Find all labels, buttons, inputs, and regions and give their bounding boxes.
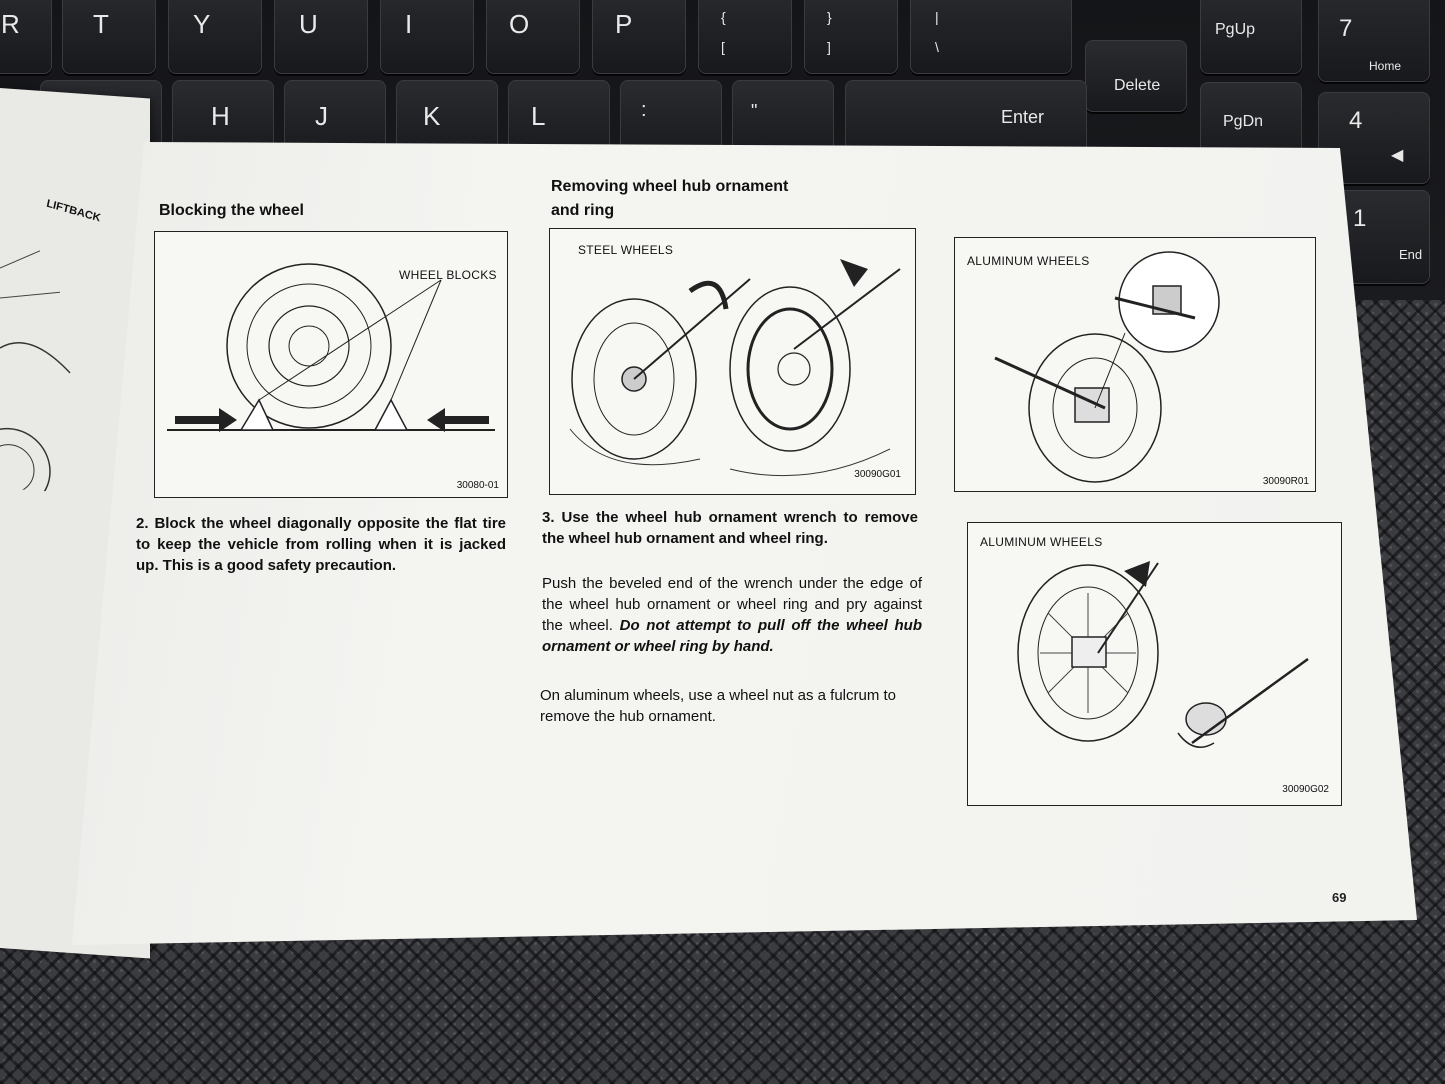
aluminum-instructions: On aluminum wheels, use a wheel nut as a…: [540, 687, 897, 725]
aluminum-wheels-label-2: ALUMINUM WHEELS: [980, 535, 1103, 549]
section-title-hub-ornament-2: and ring: [551, 202, 615, 219]
car-sketch-left: [0, 250, 71, 498]
section-title-hub-ornament-1: Removing wheel hub ornament: [551, 178, 789, 195]
aluminum-wheels-label-1: ALUMINUM WHEELS: [967, 254, 1090, 268]
key-delete: Delete: [1085, 40, 1187, 112]
wheel-blocks-illustration: [167, 263, 495, 432]
step2-text: 2. Block the wheel diagonally opposite t…: [136, 515, 506, 574]
key-r: R: [0, 0, 52, 74]
figure-code-30090g01: 30090G01: [854, 469, 901, 480]
key-pgup: PgUp: [1200, 0, 1302, 74]
aluminum-ornament-pry-illustration: [1017, 561, 1309, 748]
key-7: 7 Home: [1318, 0, 1430, 82]
left-page: LIFTBACK: [0, 88, 150, 959]
wheel-blocks-label: WHEEL BLOCKS: [399, 268, 497, 282]
aluminum-wheel-nut-illustration: [994, 251, 1220, 483]
key-y: Y: [168, 0, 262, 74]
key-brace-close: } ]: [804, 0, 898, 74]
manual-page: Blocking the wheel WHEEL BLOCKS 30080: [72, 142, 1417, 945]
figure-aluminum-wheels-2: ALUMINUM WHEELS 30090G02: [967, 522, 1342, 806]
figure-code-30090r01: 30090R01: [1262, 476, 1309, 487]
figure-code-30090g02: 30090G02: [1282, 784, 1329, 795]
key-t: T: [62, 0, 156, 74]
warning-italic-text: Do not attempt to pull off the wheel hub…: [542, 617, 922, 655]
key-i: I: [380, 0, 474, 74]
figure-wheel-blocks: WHEEL BLOCKS 30080-01: [154, 231, 508, 498]
figure-code-30080: 30080-01: [456, 480, 499, 491]
key-backslash: | \: [910, 0, 1072, 74]
section-title-blocking: Blocking the wheel: [159, 202, 304, 219]
page-number: 69: [1332, 890, 1347, 905]
key-p: P: [592, 0, 686, 74]
key-u: U: [274, 0, 368, 74]
key-4: 4 ◀: [1318, 92, 1430, 184]
step3-text: 3. Use the wheel hub ornament wrench to …: [542, 509, 918, 547]
steel-wheels-label: STEEL WHEELS: [578, 243, 674, 257]
figure-aluminum-wheels-1: ALUMINUM WHEELS 30090R01: [954, 237, 1316, 492]
key-brace-open: { [: [698, 0, 792, 74]
liftback-label: LIFTBACK: [45, 197, 102, 225]
pry-instructions: Push the beveled end of the wrench under…: [542, 575, 922, 655]
figure-steel-wheels: STEEL WHEELS 30090G01: [549, 228, 916, 495]
steel-wheels-illustration: [569, 259, 901, 477]
key-o: O: [486, 0, 580, 74]
arrow-left-icon: ◀: [1391, 147, 1404, 164]
